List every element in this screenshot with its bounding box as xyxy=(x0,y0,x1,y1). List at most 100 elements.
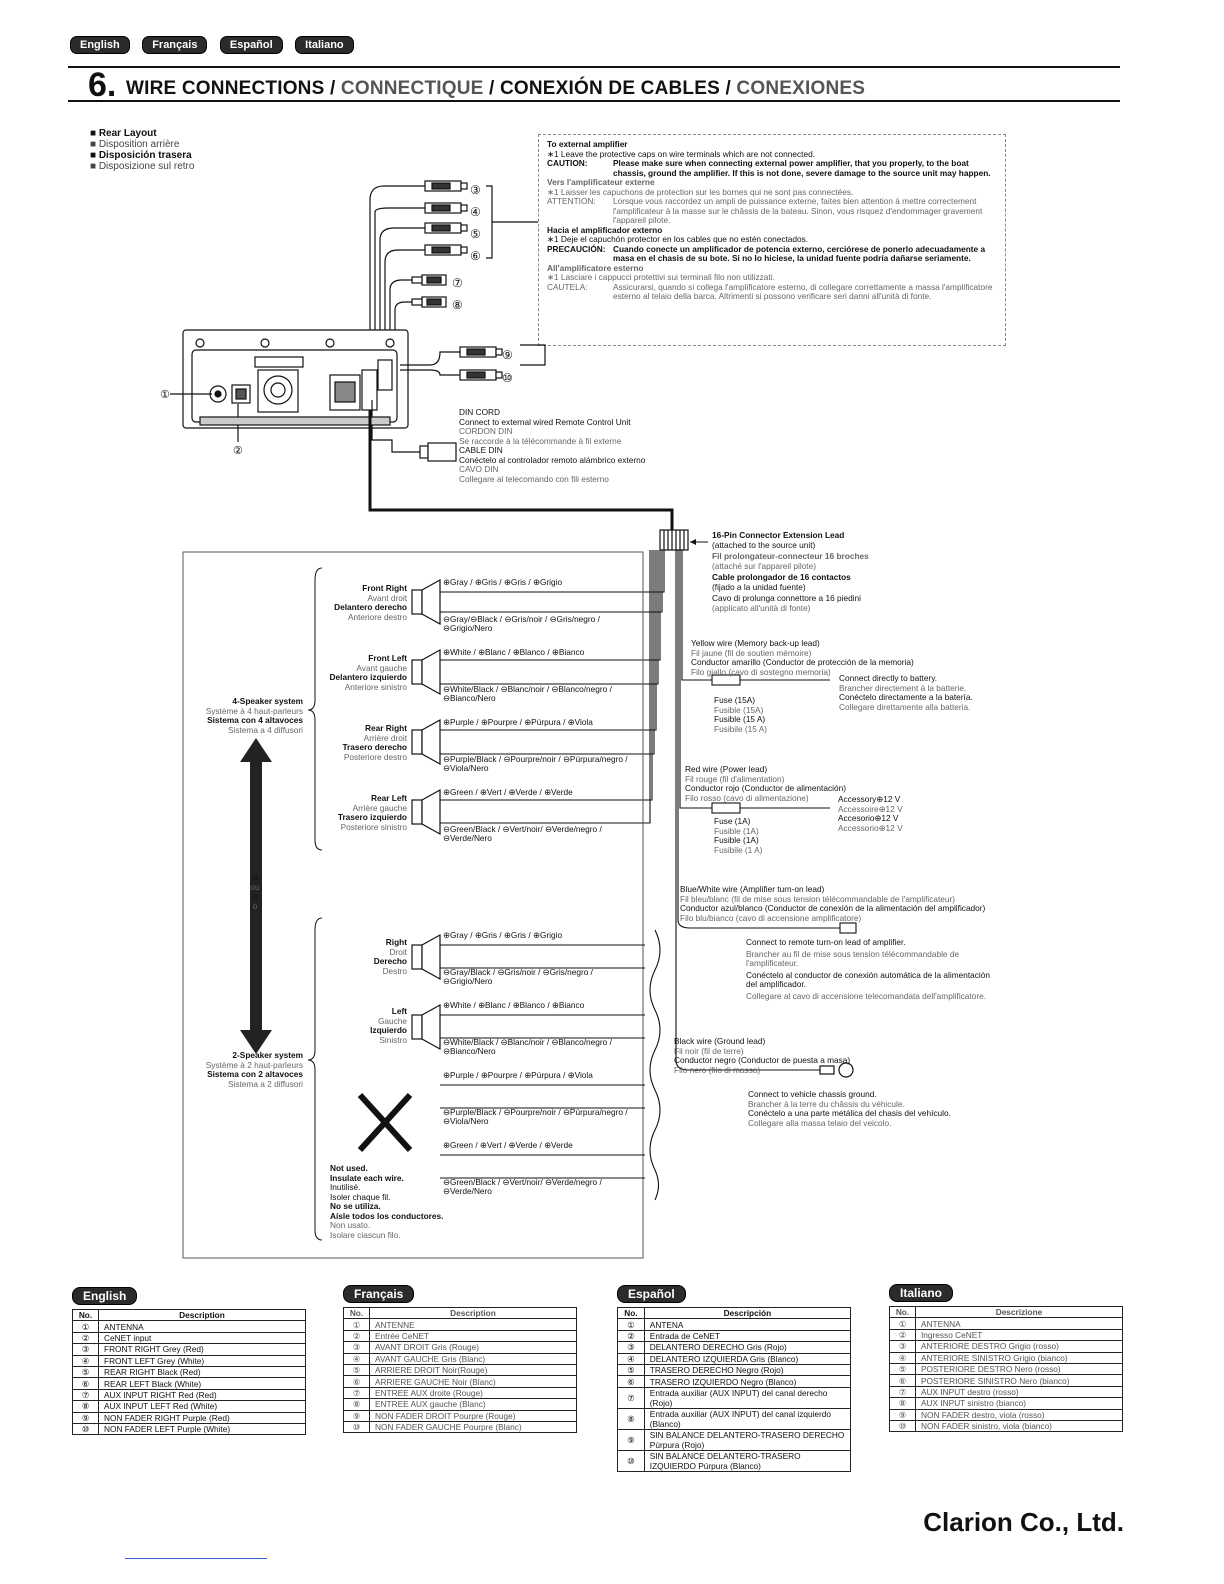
rca-number-7: ⑦ xyxy=(452,276,463,290)
rca-wire-3 xyxy=(369,185,425,330)
cell-desc: AVANT GAUCHE Gris (Blanc) xyxy=(369,1352,577,1365)
r-minus-label: ⊖Gray/Black / ⊖Gris/noir / ⊖Gris/negro /… xyxy=(443,967,593,986)
bw-l3: Conductor azul/blanco (Conductor de cone… xyxy=(680,903,986,913)
rca-number-5: ⑤ xyxy=(470,227,481,241)
nu-1: Not used. xyxy=(330,1163,368,1173)
cell-no: ③ xyxy=(72,1343,99,1356)
amp-en-caution: Please make sure when connecting externa… xyxy=(613,158,991,178)
tab-english[interactable]: English xyxy=(70,36,130,54)
amp-it-caution-label: CAUTELA: xyxy=(547,281,588,292)
nu-6: Aísle todos los conductores. xyxy=(330,1210,444,1221)
amp-fr-caution: Lorsque vous raccordez un ampli de puiss… xyxy=(613,196,983,225)
din-it-head: CAVO DIN xyxy=(459,464,499,474)
cell-desc: POSTERIORE SINISTRO Nero (bianco) xyxy=(915,1374,1123,1387)
ts-es: Sistema con 2 altavoces xyxy=(207,1069,303,1079)
th-desc: Descripción xyxy=(643,1306,852,1320)
amp-fr-1: ∗1 Laisser les capuchons de protection s… xyxy=(547,186,854,197)
cell-desc: REAR RIGHT Black (Red) xyxy=(98,1365,306,1379)
rl-name-it: Posteriore sinistro xyxy=(340,821,407,832)
rr-name-fr: Arrière droit xyxy=(363,732,407,743)
cell-no: ⑦ xyxy=(343,1386,370,1400)
amp-turnon-text: Connect to remote turn-on lead of amplif… xyxy=(746,937,996,1001)
cell-desc: Entrada auxiliar (AUX INPUT) del canal i… xyxy=(643,1407,852,1430)
or-fr: ou xyxy=(250,881,260,892)
gnd-it: Collegare alla massa telaio del veicolo. xyxy=(748,1117,892,1128)
callout-1: ① xyxy=(160,389,170,401)
cell-no: ⑤ xyxy=(617,1363,645,1377)
battery-it: Collegare direttamente alla batteria. xyxy=(839,701,971,712)
rl-minus-label: ⊖Green/Black / ⊖Vert/noir/ ⊖Verde/negro … xyxy=(443,824,602,843)
din-fr: Se raccorde à la télécommande à fil exte… xyxy=(459,435,622,446)
cell-desc: Entrada auxiliar (AUX INPUT) del canal d… xyxy=(643,1386,852,1409)
cell-no: ⑥ xyxy=(72,1377,99,1390)
unused-3-label: ⊕Green / ⊕Vert / ⊕Verde / ⊕Verde xyxy=(443,1140,573,1150)
cell-no: ⑩ xyxy=(889,1419,916,1433)
rca-wire-10 xyxy=(400,369,460,376)
cell-desc: ANTENNA xyxy=(915,1317,1123,1330)
cell-no: ⑤ xyxy=(72,1365,99,1379)
fuse15-es: Fusible (15 A) xyxy=(714,714,766,724)
amp-turnon-connector xyxy=(839,922,857,934)
red-wire-text: Red wire (Power lead) Fil rouge (fil d'a… xyxy=(685,764,925,803)
din-es: Conéctelo al controlador remoto alámbric… xyxy=(459,454,646,465)
speaker-rear-right xyxy=(411,718,441,766)
rr-name-it: Posteriore destro xyxy=(343,751,407,762)
rca-number-6: ⑥ xyxy=(470,249,481,263)
th-no: No. xyxy=(617,1306,645,1320)
bluewhite-wire-text: Blue/White wire (Amplifier turn-on lead)… xyxy=(680,884,1020,923)
cell-desc: POSTERIORE DESTRO Nero (rosso) xyxy=(915,1362,1123,1376)
legend-tab-english: English xyxy=(72,1287,138,1305)
connector-text: 16-Pin Connector Extension Lead (attache… xyxy=(712,530,912,613)
nu-4: Isoler chaque fil. xyxy=(330,1191,391,1202)
rca-wire-6 xyxy=(384,249,425,330)
r-name-fr: Droit xyxy=(389,946,407,957)
cell-no: ④ xyxy=(617,1352,645,1365)
tab-italiano[interactable]: Italiano xyxy=(295,36,354,54)
conn-fr-head: Fil prolongateur-connecteur 16 broches xyxy=(712,551,869,561)
head-unit-rear xyxy=(182,329,409,429)
cell-desc: SIN BALANCE DELANTERO-TRASERO DERECHO Pú… xyxy=(643,1428,852,1451)
l-name-it: Sinistro xyxy=(379,1034,407,1045)
fuse1-es: Fusible (1A) xyxy=(714,835,759,845)
cell-no: ② xyxy=(343,1329,370,1343)
tab-espanol[interactable]: Español xyxy=(219,36,283,54)
cell-no: ② xyxy=(617,1329,645,1343)
rear-layout-es: Disposición trasera xyxy=(98,150,192,161)
cell-desc: AUX INPUT sinistro (bianco) xyxy=(915,1397,1123,1410)
title-es: CONEXIÓN DE CABLES xyxy=(499,78,720,99)
tab-francais[interactable]: Français xyxy=(142,36,208,54)
th-desc: Description xyxy=(369,1306,577,1320)
din-en-head: DIN CORD xyxy=(459,407,501,417)
fuse-1a xyxy=(711,802,741,814)
cell-desc: NON FADER destro, viola (rosso) xyxy=(915,1408,1123,1421)
cell-no: ② xyxy=(889,1328,916,1342)
fuse15-fr: Fusible (15A) xyxy=(714,704,764,715)
rl-name-fr: Arrière gauche xyxy=(352,802,407,813)
or-es: o xyxy=(252,891,258,901)
cell-desc: ANTERIORE DESTRO Grigio (rosso) xyxy=(915,1340,1123,1353)
unused-2-label: ⊖Purple/Black / ⊖Pourpre/noir / ⊖Púrpura… xyxy=(443,1107,628,1126)
rca-number-10: ⑩ xyxy=(502,371,513,385)
fr-minus-label: ⊖Gray/⊖Black / ⊖Gris/noir / ⊖Gris/negro … xyxy=(443,614,600,633)
rl-speaker-name: Rear Left Arrière gauche Trasero izquier… xyxy=(305,793,407,832)
cell-desc: ENTREE AUX gauche (Blanc) xyxy=(369,1398,577,1411)
title-en: WIRE CONNECTIONS xyxy=(126,78,325,99)
conn-fr: (attaché sur l'appareil pilote) xyxy=(712,560,816,571)
rear-layout-fr: Disposition arrière xyxy=(98,139,180,150)
cell-desc: SIN BALANCE DELANTERO-TRASERO IZQUIERDO … xyxy=(643,1449,852,1472)
16-pin-connector xyxy=(659,529,689,551)
rca-wire-8 xyxy=(394,301,422,330)
amp-en-head: To external amplifier xyxy=(547,139,628,149)
din-es-head: CABLE DIN xyxy=(459,445,503,455)
